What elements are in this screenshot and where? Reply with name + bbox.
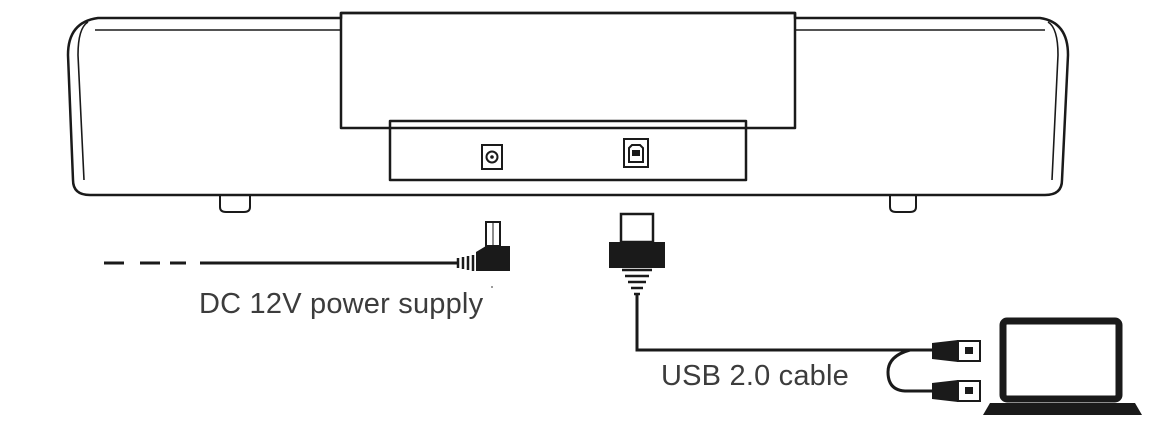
stray-dot — [491, 286, 493, 288]
dc-power-jack-icon — [481, 144, 503, 170]
dc-barrel-plug-icon — [456, 221, 510, 271]
device-body — [66, 11, 1070, 213]
usb-a-plug-icon — [932, 340, 981, 402]
usb-cable-label: USB 2.0 cable — [661, 360, 849, 392]
laptop-icon — [983, 317, 1142, 415]
usb-cable — [635, 295, 932, 393]
usb-b-port-icon — [623, 138, 649, 168]
dc-power-label: DC 12V power supply — [199, 288, 484, 320]
usb-b-plug-icon — [609, 212, 665, 296]
